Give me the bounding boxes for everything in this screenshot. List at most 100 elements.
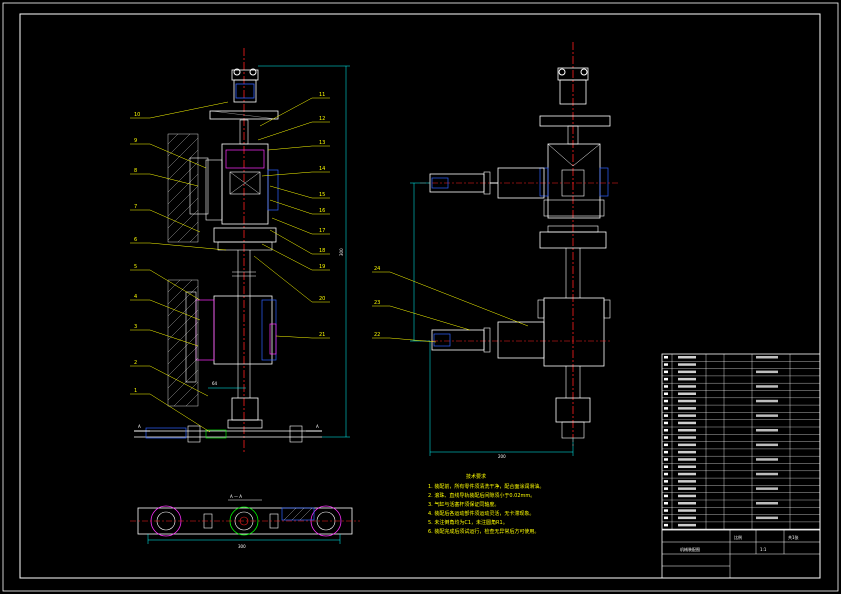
right-leaders — [253, 97, 330, 339]
note-2: 2. 滚珠、直线导轨装配后间隙须小于0.02mm。 — [428, 492, 535, 499]
callout-4: 4 — [134, 294, 137, 300]
bom-row-name — [678, 458, 696, 461]
callout-20: 20 — [319, 296, 325, 302]
callout-5: 5 — [134, 264, 137, 270]
title-block: 机械装配图 1:1 共1张 比例 — [661, 529, 821, 579]
bill-of-materials — [661, 353, 821, 530]
left-leaders — [130, 101, 229, 433]
bom-row-marker — [664, 472, 668, 476]
bom-row-marker — [664, 414, 668, 417]
bom-row-marker — [664, 363, 668, 366]
bom-row-marker — [664, 509, 668, 512]
note-3: 3. 气缸与活塞杆须保证同轴度。 — [428, 501, 499, 508]
callout-7: 7 — [134, 204, 137, 210]
bom-row-marker — [664, 399, 668, 403]
svg-text:200: 200 — [498, 454, 506, 459]
bom-row-name — [678, 436, 696, 439]
svg-text:64: 64 — [212, 381, 218, 386]
bom-row-marker — [664, 392, 668, 395]
bom-row-marker — [664, 450, 668, 454]
callout-21: 21 — [319, 332, 325, 338]
bom-row-code — [756, 356, 778, 359]
callout-13: 13 — [319, 140, 325, 146]
bom-row-name — [678, 370, 696, 374]
bom-row-marker — [664, 370, 668, 374]
bom-row-code — [756, 385, 778, 388]
callout-9: 9 — [134, 138, 137, 144]
bom-row-marker — [664, 494, 668, 498]
title-block-sheet: 共1张 — [788, 534, 799, 540]
callout-6: 6 — [134, 237, 137, 243]
bom-row-code — [756, 429, 778, 432]
callout-1: 1 — [134, 388, 137, 394]
section-a-a: A — A 300 — [130, 494, 360, 549]
note-5: 5. 未注倒角均为C1，未注圆角R1。 — [428, 519, 508, 526]
note-6: 6. 装配完成后须试运行，检查无异常后方可使用。 — [428, 528, 539, 535]
bom-row-marker — [664, 429, 668, 432]
title-block-title: 机械装配图 — [680, 546, 700, 552]
bom-row-name — [678, 377, 696, 381]
bom-row-marker — [664, 516, 668, 520]
callout-23: 23 — [374, 300, 380, 306]
bom-row-marker — [664, 523, 668, 527]
section-mark-left: A — [138, 424, 141, 429]
bom-row-name — [678, 480, 696, 483]
bom-row-name — [678, 443, 696, 447]
bom-row-name — [678, 472, 696, 476]
callout-18: 18 — [319, 248, 325, 254]
bom-row-code — [756, 370, 778, 374]
bom-row-name — [678, 523, 696, 527]
callout-2: 2 — [134, 360, 137, 366]
section-mark-right: A — [316, 424, 319, 429]
callout-24: 24 — [374, 266, 380, 272]
bom-row-marker — [664, 356, 668, 359]
svg-text:300: 300 — [339, 248, 344, 256]
callout-22: 22 — [374, 332, 380, 338]
bom-row-marker — [664, 487, 668, 490]
bom-row-name — [678, 494, 696, 498]
bom-row-code — [756, 502, 778, 505]
callout-10: 10 — [134, 112, 140, 118]
bom-row-marker — [664, 385, 668, 388]
inner-frame — [19, 13, 821, 579]
bom-row-name — [678, 487, 696, 490]
bom-row-code — [756, 414, 778, 417]
bom-row-marker — [664, 377, 668, 381]
bom-row-name — [678, 363, 696, 366]
technical-notes: 技术要求 1. 装配前，所有零件须清洗干净，配合面涂润滑油。 2. 滚珠、直线导… — [428, 473, 544, 535]
bom-row-name — [678, 429, 696, 432]
bom-row-name — [678, 502, 696, 505]
bom-row-name — [678, 509, 696, 512]
bom-row-marker — [664, 458, 668, 461]
callout-16: 16 — [319, 208, 325, 214]
title-block-scale: 1:1 — [760, 547, 767, 552]
bom-row-name — [678, 356, 696, 359]
notes-title: 技术要求 — [466, 473, 486, 480]
bom-row-marker — [664, 436, 668, 439]
section-label: A — A — [230, 494, 242, 499]
bom-row-marker — [664, 421, 668, 425]
left-callout-labels: 10 9 8 7 6 5 4 3 2 1 — [134, 112, 140, 394]
bom-row-marker — [664, 502, 668, 505]
front-view-assembly: 300 64 — [134, 48, 350, 452]
mid-callout-labels: 24 23 22 — [374, 266, 380, 338]
callout-8: 8 — [134, 168, 137, 174]
callout-3: 3 — [134, 324, 137, 330]
callout-19: 19 — [319, 264, 325, 270]
bom-row-code — [756, 443, 778, 447]
callout-14: 14 — [319, 166, 325, 172]
bom-row-name — [678, 421, 696, 425]
callout-11: 11 — [319, 92, 325, 98]
note-4: 4. 装配后各运动部件须运动灵活，无卡滞现象。 — [428, 510, 534, 517]
bom-row-code — [756, 487, 778, 490]
bom-row-name — [678, 450, 696, 454]
bom-row-marker — [664, 480, 668, 483]
callout-12: 12 — [319, 116, 325, 122]
note-1: 1. 装配前，所有零件须清洗干净，配合面涂润滑油。 — [428, 483, 544, 490]
svg-text:300: 300 — [238, 544, 246, 549]
bom-row-name — [678, 414, 696, 417]
bom-row-name — [678, 385, 696, 388]
bom-row-code — [756, 516, 778, 520]
